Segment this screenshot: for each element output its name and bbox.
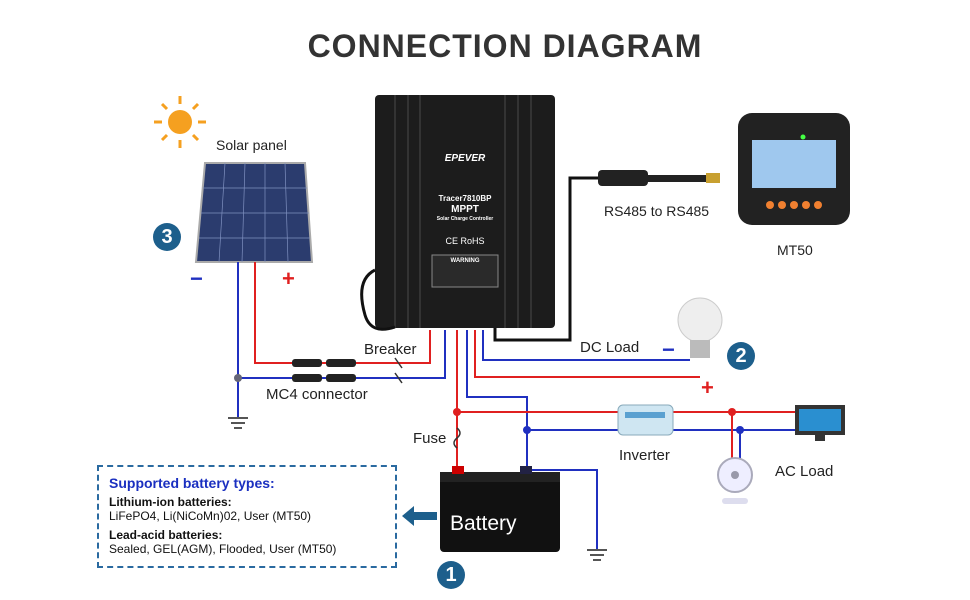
solar-plus-sign: + (282, 266, 295, 291)
marker-1: 1 (437, 561, 465, 589)
lead-acid-title: Lead-acid batteries: (109, 528, 223, 542)
controller-subtitle: Solar Charge Controller (436, 216, 494, 222)
breaker-symbol (394, 357, 403, 384)
solar-minus-sign: − (190, 266, 203, 291)
fuse-symbol (453, 427, 461, 449)
battery-types-panel: Supported battery types: Lithium-ion bat… (97, 465, 397, 568)
charge-controller-image (360, 95, 555, 331)
sun-icon (154, 96, 206, 148)
battery-label: Battery (450, 512, 517, 535)
mc4-connector-label: MC4 connector (266, 386, 368, 403)
controller-model: Tracer7810BP (438, 194, 492, 203)
solar-panel-label: Solar panel (216, 137, 287, 153)
battery-image (440, 466, 560, 552)
solar-panel-image (194, 162, 314, 263)
controller-brand: EPEVER (444, 153, 486, 164)
arrow-left-icon (402, 506, 437, 526)
load-minus-sign: − (662, 337, 675, 362)
tv-monitor-image (795, 405, 845, 441)
mt50-label: MT50 (777, 242, 813, 258)
load-plus-sign: + (701, 375, 714, 400)
ground-symbols (228, 417, 607, 561)
diagram-title: CONNECTION DIAGRAM (307, 28, 703, 64)
mt50-meter-image (738, 113, 850, 225)
light-bulb-image (677, 297, 723, 358)
junction-dots (234, 374, 744, 434)
marker-2: 2 (727, 342, 755, 370)
fan-image (717, 457, 753, 504)
breaker-label: Breaker (364, 341, 417, 358)
mc4-connector-image (292, 359, 356, 382)
lithium-list: LiFePO4, Li(NiCoMn)02, User (MT50) (109, 509, 312, 523)
lead-acid-list: Sealed, GEL(AGM), Flooded, User (MT50) (109, 542, 337, 556)
rs485-cable-image (493, 170, 720, 342)
battery-types-heading: Supported battery types: (109, 475, 275, 491)
controller-cert: CE RoHS (445, 236, 485, 246)
inverter-image (617, 404, 674, 436)
controller-type: MPPT (451, 204, 479, 215)
ac-load-label: AC Load (775, 463, 834, 480)
controller-warning: WARNING (450, 258, 480, 264)
dc-load-label: DC Load (580, 339, 640, 356)
marker-3: 3 (153, 223, 181, 251)
rs485-label: RS485 to RS485 (604, 203, 710, 219)
lithium-title: Lithium-ion batteries: (109, 495, 232, 509)
inverter-label: Inverter (619, 447, 670, 464)
fuse-label: Fuse (413, 430, 447, 447)
